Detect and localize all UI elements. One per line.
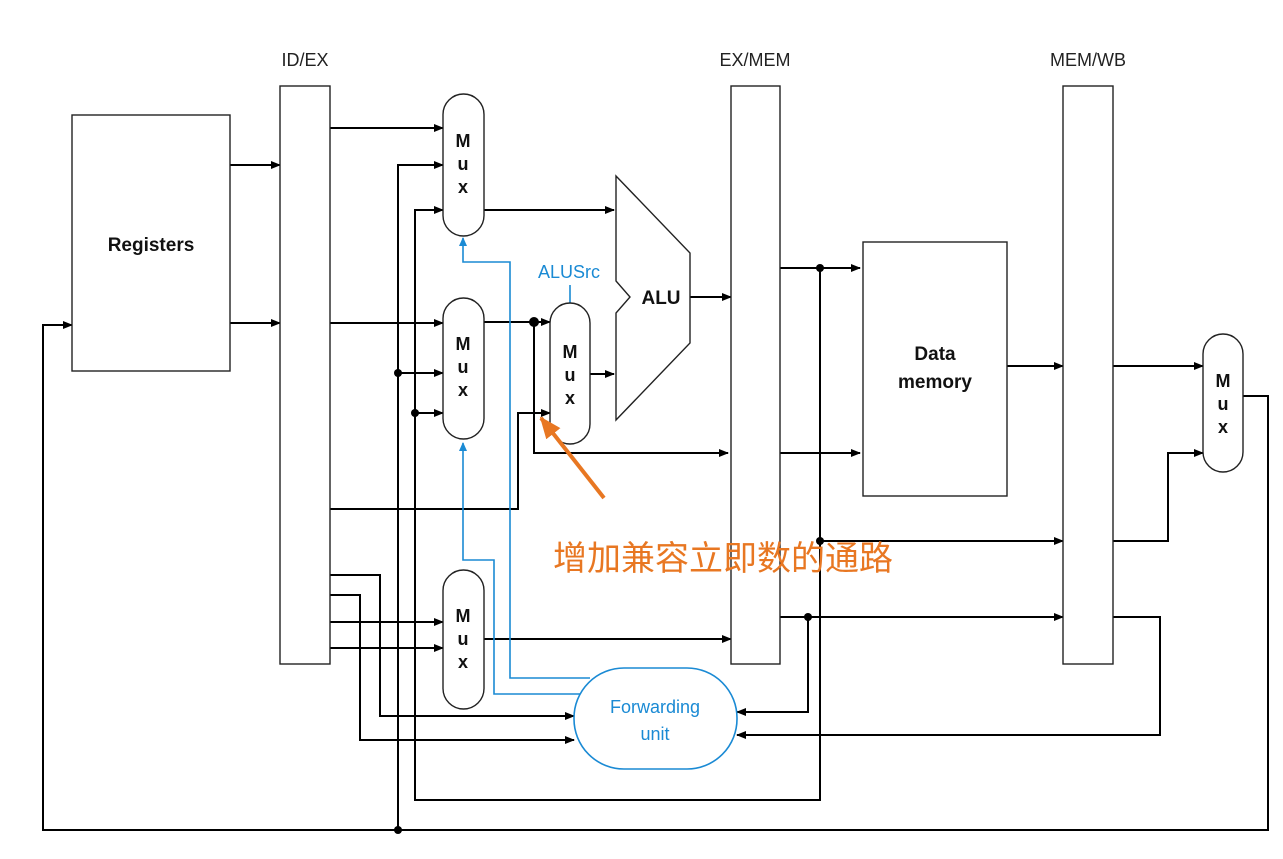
data-memory-block	[862, 241, 1008, 497]
id-ex-register	[279, 85, 331, 665]
forward-b-mux: M u x	[442, 297, 485, 440]
alusrc-mux: M u x	[549, 302, 591, 445]
mux-3: M u x	[442, 569, 485, 710]
datapath-wires	[42, 124, 1269, 834]
svg-text:M: M	[456, 606, 471, 626]
annotation-arrow	[539, 416, 606, 500]
svg-text:u: u	[565, 365, 576, 385]
forwarding-unit-label-line1: Forwarding	[610, 697, 700, 717]
forwarding-unit-block	[573, 667, 738, 770]
svg-text:M: M	[456, 131, 471, 151]
mem-wb-register	[1062, 85, 1114, 665]
svg-text:u: u	[458, 357, 469, 377]
svg-text:x: x	[565, 388, 575, 408]
svg-text:x: x	[1218, 417, 1228, 437]
registers-block	[71, 114, 231, 372]
svg-text:x: x	[458, 380, 468, 400]
registers-label: Registers	[108, 235, 195, 256]
svg-text:M: M	[456, 334, 471, 354]
svg-text:u: u	[458, 154, 469, 174]
mem-wb-label: MEM/WB	[1050, 50, 1126, 70]
annotation-text: 增加兼容立即数的通路	[553, 539, 893, 579]
id-ex-label: ID/EX	[281, 50, 328, 70]
writeback-mux: M u x	[1202, 333, 1244, 473]
alu-block	[615, 174, 691, 422]
svg-text:u: u	[1218, 394, 1229, 414]
svg-text:x: x	[458, 177, 468, 197]
svg-text:x: x	[458, 652, 468, 672]
svg-text:M: M	[563, 342, 578, 362]
svg-text:u: u	[458, 629, 469, 649]
alusrc-label: ALUSrc	[538, 262, 600, 282]
ex-mem-register	[730, 85, 781, 665]
svg-text:M: M	[1216, 371, 1231, 391]
data-memory-label-line1: Data	[914, 344, 956, 365]
data-memory-label-line2: memory	[898, 372, 972, 393]
ex-mem-label: EX/MEM	[719, 50, 790, 70]
forward-a-mux: M u x	[442, 93, 485, 237]
forwarding-unit-label-line2: unit	[640, 724, 669, 744]
forwarding-control-wires	[459, 237, 590, 695]
alu-label: ALU	[641, 288, 680, 309]
